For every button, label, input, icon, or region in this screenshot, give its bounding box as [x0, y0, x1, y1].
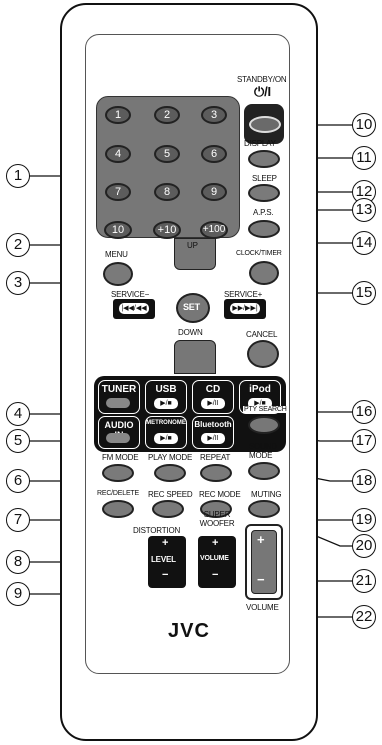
tuner-pad [106, 398, 130, 408]
callout-13: 13 [352, 198, 376, 222]
key-4[interactable]: 4 [105, 145, 131, 163]
key-7[interactable]: 7 [105, 183, 131, 201]
cd-play-icon: ▶/II [201, 398, 225, 409]
metronome-play-icon: ▶/■ [154, 433, 178, 444]
play-mode-button[interactable] [154, 464, 186, 482]
key-6[interactable]: 6 [201, 145, 227, 163]
volume-small-plus-icon: + [212, 537, 218, 549]
service-plus-label: SERVICE+ [224, 290, 262, 299]
callout-7: 7 [6, 508, 30, 532]
menu-label: MENU [105, 250, 128, 259]
callout-19: 19 [352, 508, 376, 532]
standby-button[interactable] [249, 116, 281, 133]
repeat-label: REPEAT [200, 453, 230, 462]
menu-button[interactable] [103, 262, 133, 286]
volume-small-minus-icon: − [212, 569, 218, 581]
display-label: DISPLAY [244, 139, 276, 148]
distortion-label: DISTORTION [133, 526, 180, 535]
clock-timer-button[interactable] [249, 261, 279, 285]
aps-button[interactable] [248, 220, 280, 238]
callout-8: 8 [6, 550, 30, 574]
usb-label: USB [155, 384, 176, 395]
display-button[interactable] [248, 150, 280, 168]
callout-10: 10 [352, 113, 376, 137]
next-icon: ▶▶/▶▶| [230, 303, 260, 314]
cancel-button[interactable] [247, 340, 279, 368]
sound-mode-label: SOUND MODE [249, 442, 279, 460]
callout-11: 11 [352, 146, 376, 170]
key-8[interactable]: 8 [154, 183, 180, 201]
repeat-button[interactable] [200, 464, 232, 482]
jvc-logo: JVC [168, 620, 210, 643]
super-woofer-label: SUPER WOOFER [199, 510, 235, 528]
key-5[interactable]: 5 [154, 145, 180, 163]
callout-1: 1 [6, 164, 30, 188]
level-label: LEVEL [151, 555, 176, 564]
fm-mode-label: FM MODE [102, 453, 138, 462]
audio-in-pad [106, 433, 130, 443]
rec-mode-label: REC MODE [199, 490, 241, 499]
usb-play-icon: ▶/■ [154, 398, 178, 409]
rec-delete-label: REC/DELETE [97, 490, 139, 497]
down-label: DOWN [178, 328, 203, 337]
key-plus10[interactable]: +10 [153, 221, 181, 239]
pty-search-button[interactable] [248, 416, 280, 434]
callout-15: 15 [352, 281, 376, 305]
volume-label: VOLUME [246, 603, 279, 612]
callout-4: 4 [6, 402, 30, 426]
cd-label: CD [206, 384, 220, 395]
callout-22: 22 [352, 605, 376, 629]
play-mode-label: PLAY MODE [148, 453, 192, 462]
tuner-label: TUNER [102, 384, 136, 395]
pty-search-label: PTY SEARCH [243, 406, 288, 413]
sleep-button[interactable] [248, 184, 280, 202]
service-minus-label: SERVICE− [111, 290, 149, 299]
up-label: UP [187, 241, 198, 250]
fm-mode-button[interactable] [102, 464, 134, 482]
callout-6: 6 [6, 469, 30, 493]
metronome-label: METRONOME [146, 420, 186, 426]
down-button[interactable] [174, 340, 216, 374]
sound-mode-button[interactable] [248, 462, 280, 480]
bluetooth-label: Bluetooth [194, 420, 231, 429]
tuner-button[interactable]: TUNER [98, 380, 140, 414]
set-label: SET [183, 302, 200, 312]
callout-14: 14 [352, 231, 376, 255]
callout-16: 16 [352, 400, 376, 424]
level-plus-icon: + [162, 537, 168, 549]
standby-label: STANDBY/ON [237, 75, 286, 84]
clock-timer-label: CLOCK/TIMER [236, 250, 282, 257]
level-minus-icon: − [162, 569, 168, 581]
volume-plus-icon: + [257, 532, 264, 547]
key-2[interactable]: 2 [154, 106, 180, 124]
prev-icon: |◀◀/◀◀ [119, 303, 149, 314]
callout-21: 21 [352, 569, 376, 593]
callout-9: 9 [6, 582, 30, 606]
bluetooth-play-icon: ▶/II [201, 433, 225, 444]
callout-17: 17 [352, 429, 376, 453]
key-3[interactable]: 3 [201, 106, 227, 124]
rec-speed-button[interactable] [152, 500, 184, 518]
cancel-label: CANCEL [246, 330, 277, 339]
callout-2: 2 [6, 233, 30, 257]
volume-small-label: VOLUME [200, 555, 229, 562]
key-9[interactable]: 9 [201, 183, 227, 201]
aps-label: A.P.S. [253, 208, 273, 217]
callout-20: 20 [352, 534, 376, 558]
key-1[interactable]: 1 [105, 106, 131, 124]
key-plus100[interactable]: +100 [200, 221, 228, 239]
volume-minus-icon: − [257, 572, 264, 587]
rec-delete-button[interactable] [102, 500, 134, 518]
key-10[interactable]: 10 [104, 221, 132, 239]
power-icon: ⏻/I [254, 84, 271, 100]
muting-label: MUTING [251, 490, 281, 499]
callout-5: 5 [6, 429, 30, 453]
ipod-label: iPod [249, 384, 271, 395]
callout-3: 3 [6, 271, 30, 295]
rec-speed-label: REC SPEED [148, 490, 192, 499]
callout-18: 18 [352, 469, 376, 493]
muting-button[interactable] [248, 500, 280, 518]
sleep-label: SLEEP [252, 174, 277, 183]
